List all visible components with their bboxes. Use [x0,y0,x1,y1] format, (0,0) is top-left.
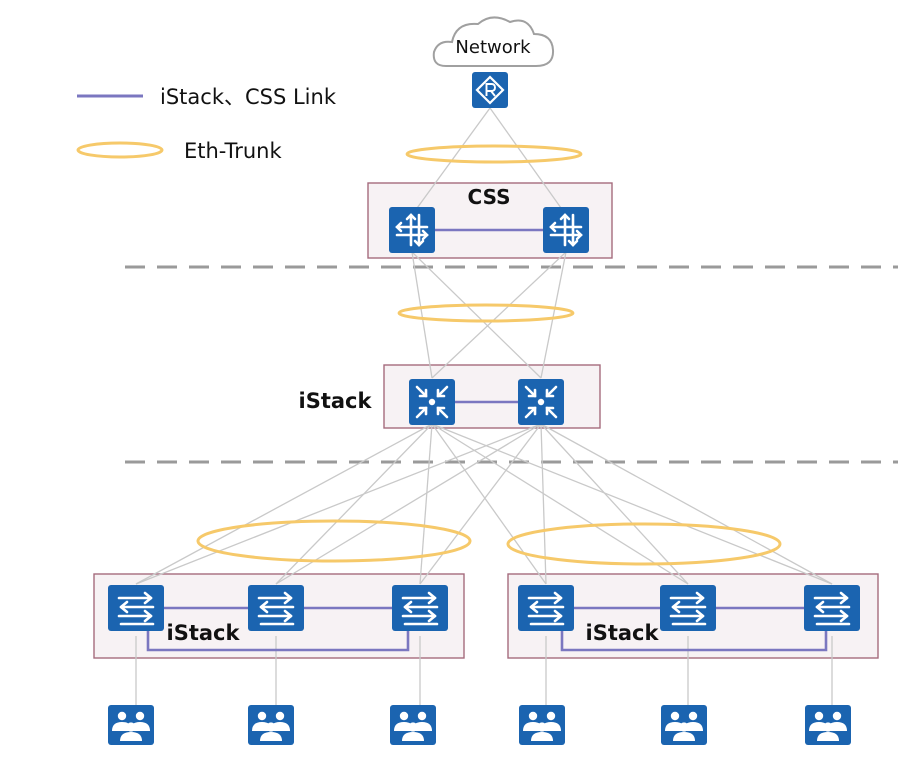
users-icon [519,705,565,745]
legend-eth-trunk-swatch [76,141,164,159]
access-switch-icon [106,583,166,633]
users-icon [248,705,294,745]
access-switch-icon [516,583,576,633]
physical-cables [135,107,833,706]
eth-trunk-left-access [196,519,472,563]
aggregation-group-label: iStack [299,389,373,413]
aggregation-switch-icon [407,377,457,427]
stack-links [146,228,828,652]
css-group-label: CSS [468,185,511,209]
eth-trunk-right-access [506,522,782,566]
users-icon [390,705,436,745]
eth-trunk-core-aggregation [397,303,575,323]
network-cloud: Network [432,16,555,67]
legend: iStack、CSS Link Eth-Trunk [76,85,337,163]
router-icon [470,70,510,110]
eth-trunk-bundles [196,144,782,566]
users-icon [661,705,707,745]
core-switch-icon [387,205,437,255]
access-right-group-label: iStack [586,621,660,645]
eth-trunk-router-core [405,144,583,164]
users-icon [805,705,851,745]
access-switch-icon [390,583,450,633]
legend-eth-trunk-label: Eth-Trunk [184,139,282,163]
access-left-group-label: iStack [167,621,241,645]
access-switch-icon [246,583,306,633]
access-switch-icon [802,583,862,633]
cloud-label: Network [455,37,531,58]
legend-stack-link-label: iStack、CSS Link [160,85,337,109]
aggregation-switch-icon [516,377,566,427]
users-icon [108,705,154,745]
core-switch-icon [541,205,591,255]
access-switch-icon [658,583,718,633]
